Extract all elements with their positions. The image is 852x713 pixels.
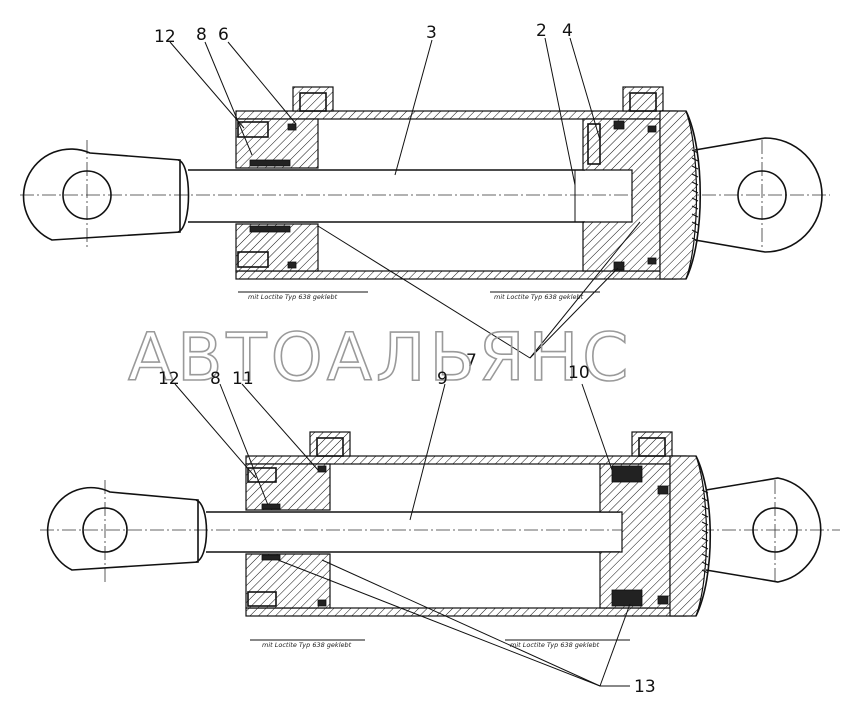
label-top-12: 12 [154, 27, 176, 47]
label-top-6: 6 [218, 25, 229, 45]
label-top-4: 4 [562, 21, 573, 41]
label-bottom-11: 11 [232, 369, 254, 389]
label-top-7: 7 [466, 351, 477, 371]
label-bottom-8: 8 [210, 369, 221, 389]
bottom-cylinder: mit Loctite Typ 638 geklebt mit Loctite … [40, 363, 840, 697]
note-top-left: mit Loctite Typ 638 geklebt [248, 293, 338, 301]
label-bottom-10: 10 [568, 363, 590, 383]
label-top-2: 2 [536, 21, 547, 41]
note-bottom-left: mit Loctite Typ 638 geklebt [262, 641, 352, 649]
label-top-3: 3 [426, 23, 437, 43]
watermark: АВТОАЛЬЯНС [128, 319, 632, 396]
top-cylinder: mit Loctite Typ 638 geklebt mit Loctite … [20, 21, 830, 371]
label-bottom-13: 13 [634, 677, 656, 697]
label-top-8: 8 [196, 25, 207, 45]
note-bottom-right: mit Loctite Typ 638 geklebt [510, 641, 600, 649]
note-top-right: mit Loctite Typ 638 geklebt [494, 293, 584, 301]
label-bottom-12: 12 [158, 369, 180, 389]
label-bottom-9: 9 [437, 369, 448, 389]
